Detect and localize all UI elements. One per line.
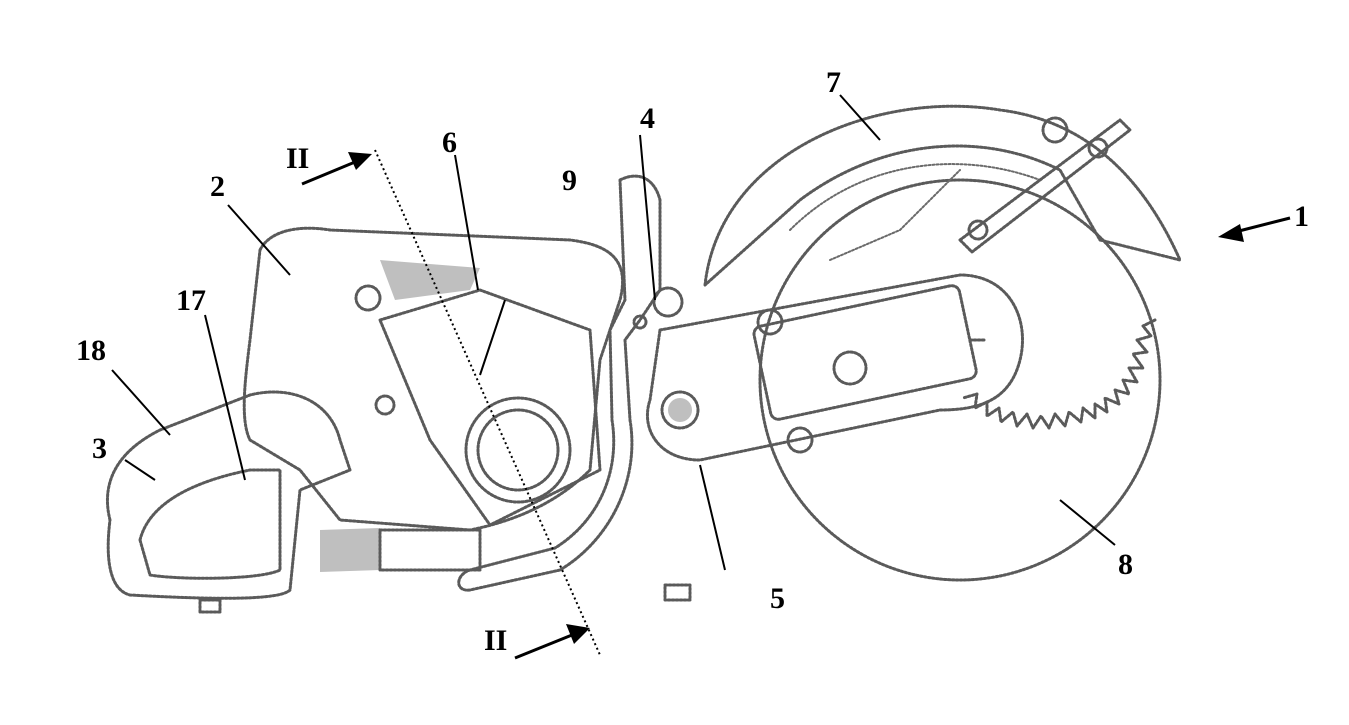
numeral-rear-housing: 2 bbox=[210, 170, 225, 203]
guard-rod bbox=[960, 118, 1130, 252]
section-arrow-bottom bbox=[515, 624, 590, 658]
leader-lines bbox=[112, 95, 1115, 570]
section-arrow-top bbox=[302, 152, 372, 184]
blade-guard bbox=[705, 106, 1180, 285]
numeral-blade-guard: 7 bbox=[826, 66, 841, 99]
numeral-rear-handle: 3 bbox=[92, 432, 107, 465]
numeral-throttle: 17 bbox=[176, 284, 206, 317]
numeral-clutch: 9 bbox=[562, 164, 577, 197]
blade-arm bbox=[647, 275, 1022, 460]
section-line bbox=[375, 150, 600, 655]
numeral-blade-arm: 5 bbox=[770, 582, 785, 615]
section-label-top: II bbox=[286, 142, 309, 175]
section-label-bottom: II bbox=[484, 624, 507, 657]
rear-handle bbox=[107, 392, 690, 612]
numeral-engine: 6 bbox=[442, 126, 457, 159]
numeral-saw-blade: 8 bbox=[1118, 548, 1133, 581]
numeral-saw: 1 bbox=[1294, 200, 1309, 233]
numeral-front-handle: 4 bbox=[640, 102, 655, 135]
numeral-handle-grip: 18 bbox=[76, 334, 106, 367]
overall-arrow bbox=[1218, 218, 1290, 242]
